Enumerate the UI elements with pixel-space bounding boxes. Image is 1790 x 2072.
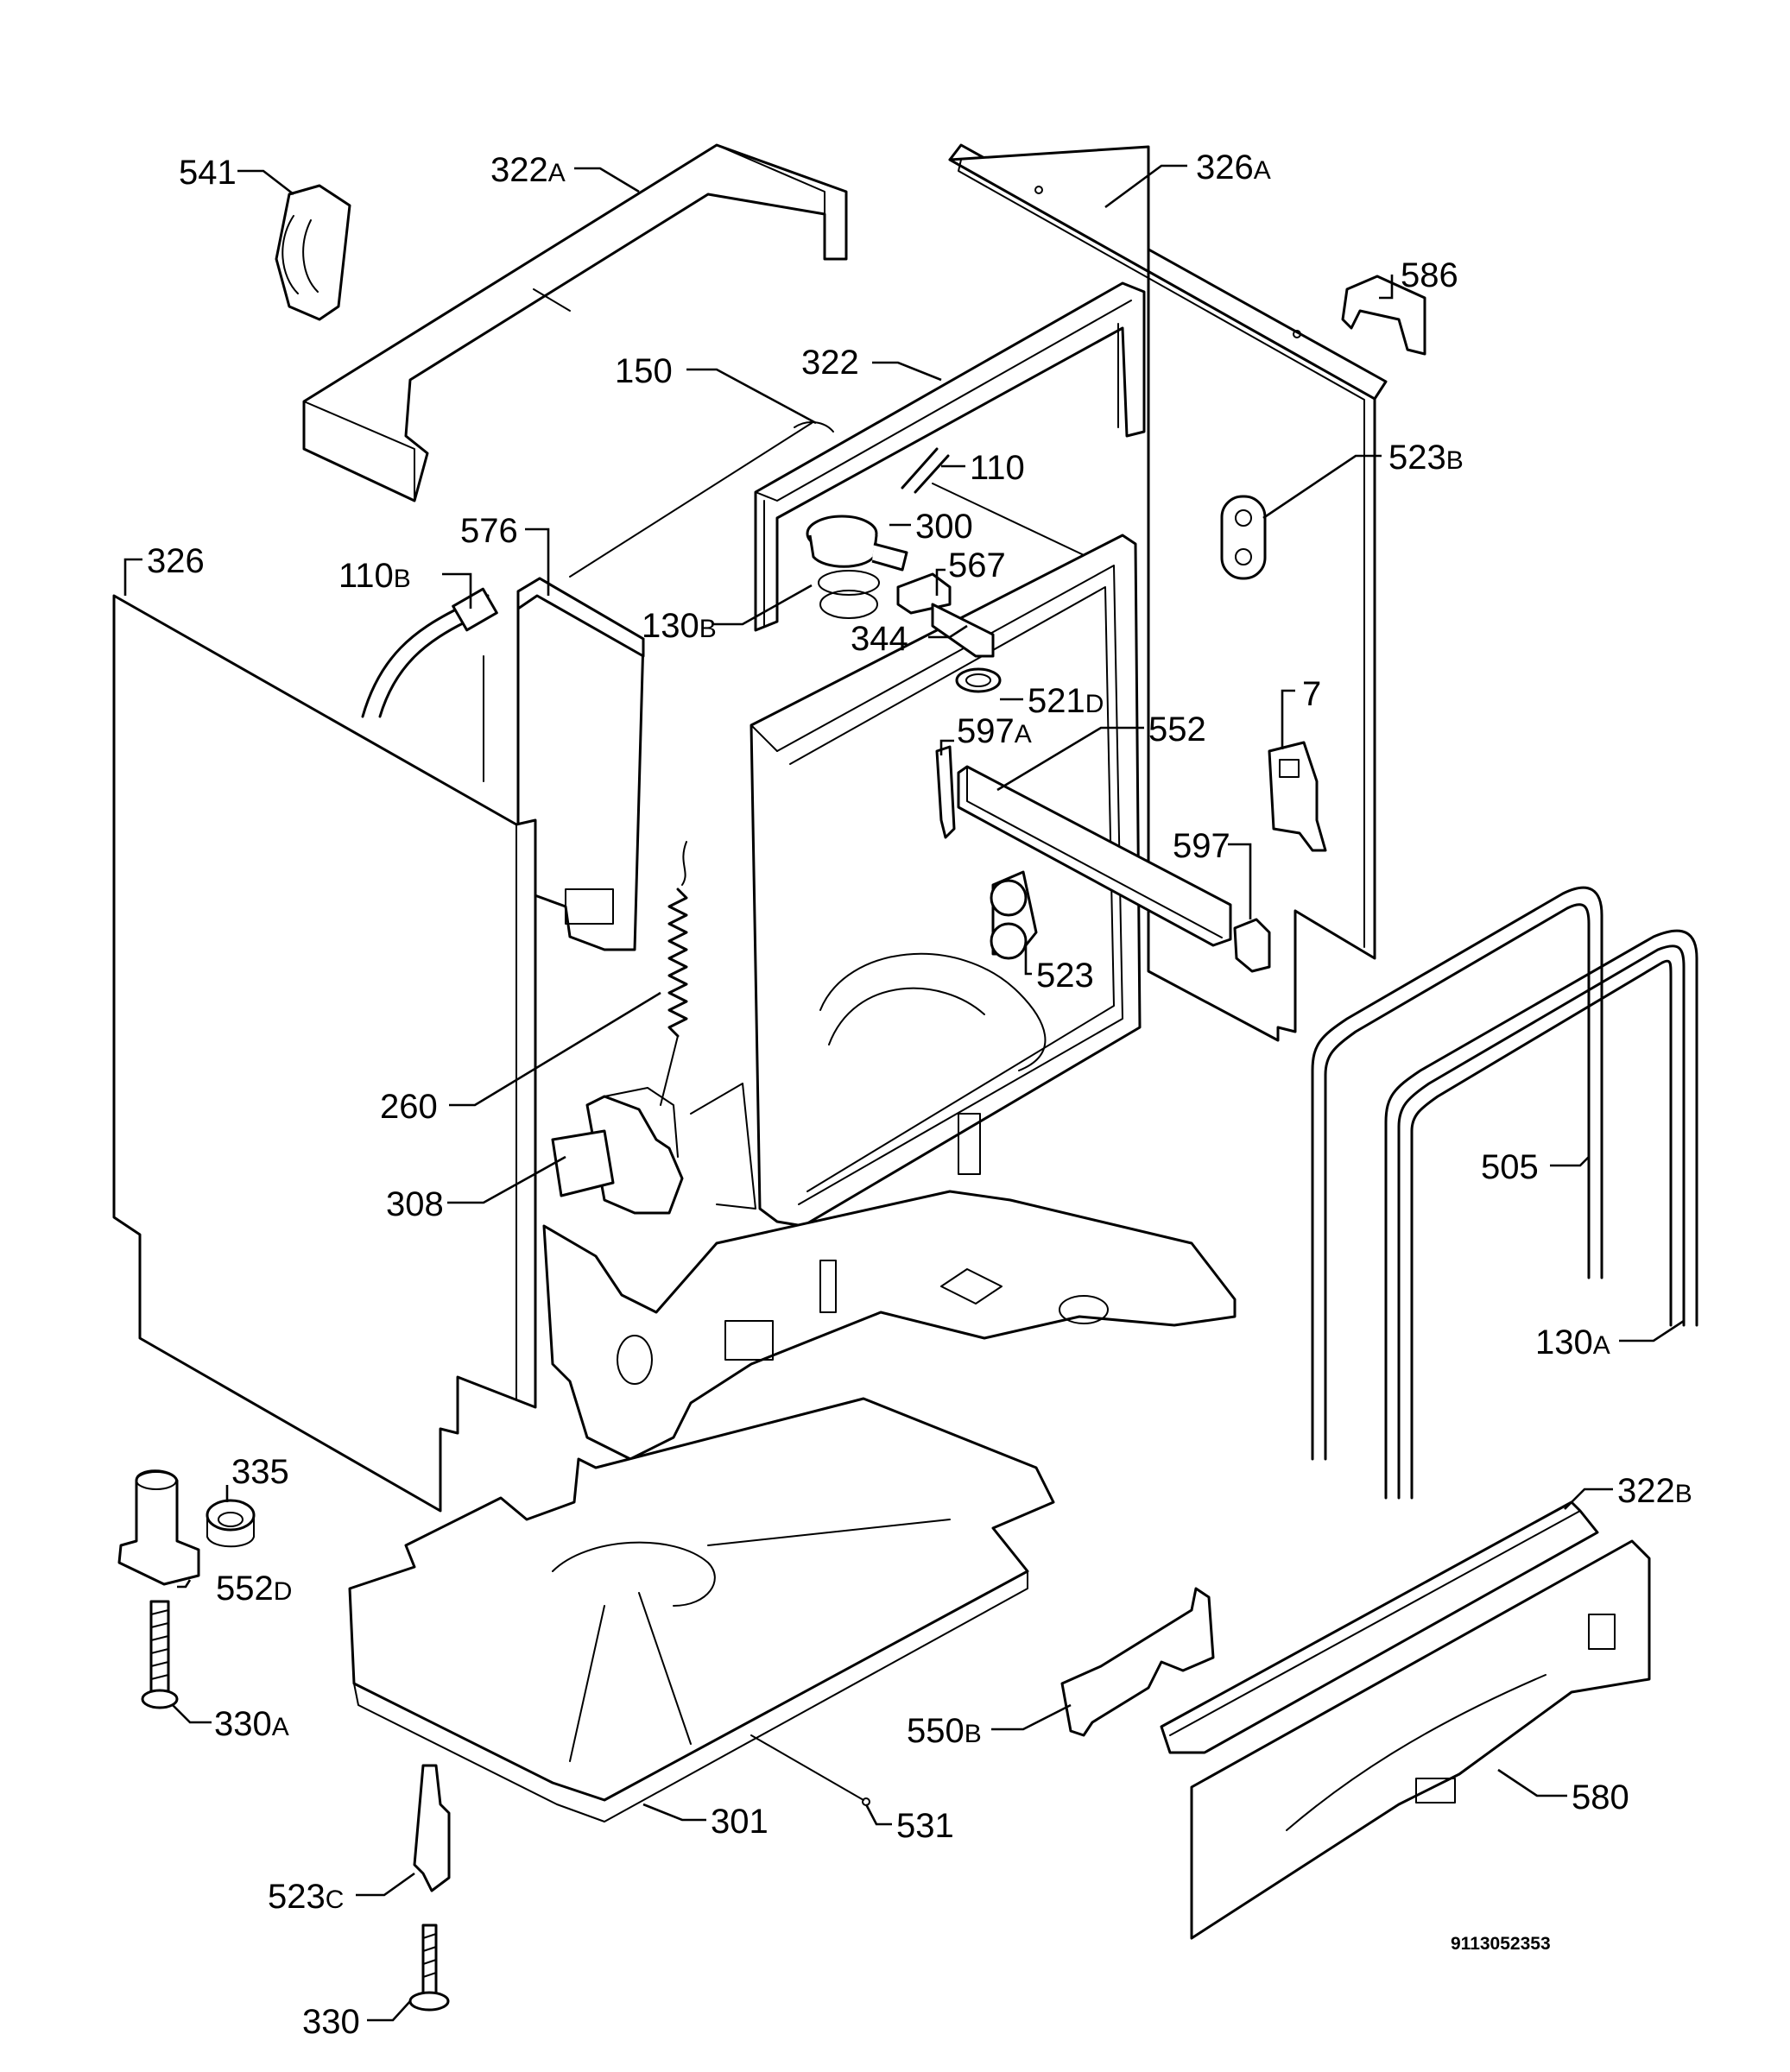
part-301-base-tray <box>348 1397 1055 1822</box>
callout-301: 301 <box>711 1803 768 1841</box>
part-308-hinge <box>551 1087 684 1215</box>
callout-344: 344 <box>851 620 908 658</box>
part-260-spring <box>660 841 688 1106</box>
callout-541: 541 <box>179 154 237 192</box>
callout-335: 335 <box>231 1453 289 1491</box>
part-523-grommets <box>990 870 1038 960</box>
part-7-latch <box>1268 741 1327 852</box>
callout-326a: 326A <box>1196 148 1271 186</box>
part-586-bracket <box>1341 275 1426 356</box>
part-523b-grommet <box>1220 495 1267 580</box>
part-110b-hose <box>361 587 498 782</box>
callout-550b: 550B <box>907 1712 982 1750</box>
part-322a-upper-frame <box>302 143 848 502</box>
part-330-screw <box>408 1924 450 2012</box>
part-523c-clip <box>413 1764 451 1892</box>
callout-300: 300 <box>915 508 973 546</box>
part-322-top-frame <box>754 281 1146 632</box>
callout-531: 531 <box>896 1807 954 1845</box>
callout-330a: 330A <box>214 1705 289 1743</box>
part-552-rail <box>957 765 1232 947</box>
part-130b-ring <box>818 570 880 619</box>
part-521d-seal <box>955 667 1002 693</box>
part-300-valve <box>806 515 908 572</box>
part-base-frame <box>542 1113 1237 1461</box>
callout-523b: 523B <box>1388 439 1464 477</box>
callout-521d: 521D <box>1028 682 1104 720</box>
callout-322b: 322B <box>1617 1472 1692 1510</box>
part-597a-clip <box>935 745 956 839</box>
callout-110b: 110B <box>338 557 411 595</box>
leader-lines <box>123 164 1685 2022</box>
part-597-clip <box>1233 918 1271 973</box>
part-576-guide-plate <box>516 577 645 951</box>
callout-322a: 322A <box>490 151 566 189</box>
part-531-rod <box>750 1734 870 1806</box>
callout-597: 597 <box>1173 827 1230 865</box>
part-335-nut <box>206 1499 256 1548</box>
part-330a-screw <box>141 1600 179 1709</box>
part-552d-valve <box>117 1469 200 1586</box>
callout-326: 326 <box>147 542 205 580</box>
part-326a-side-panel <box>948 143 1388 1042</box>
callout-567: 567 <box>948 546 1006 584</box>
callout-330: 330 <box>302 2003 360 2041</box>
part-130a-gasket <box>1384 929 1698 1500</box>
callout-130a: 130A <box>1535 1323 1610 1361</box>
callout-322: 322 <box>801 344 859 382</box>
part-110-hose <box>901 447 950 494</box>
callout-580: 580 <box>1572 1778 1629 1816</box>
callout-523c: 523C <box>268 1878 344 1916</box>
part-580-panel <box>1190 1539 1651 1940</box>
callout-130b: 130B <box>642 607 717 645</box>
document-number: 9113052353 <box>1451 1934 1551 1954</box>
callout-552: 552 <box>1148 711 1206 749</box>
callout-308: 308 <box>386 1185 444 1223</box>
callout-260: 260 <box>380 1088 438 1126</box>
callout-576: 576 <box>460 512 518 550</box>
part-550b-bracket <box>1060 1587 1215 1737</box>
part-tub-front-frame <box>690 534 1142 1228</box>
part-326-door-panel <box>112 594 537 1513</box>
callout-110: 110 <box>970 449 1025 487</box>
callout-586: 586 <box>1401 256 1458 294</box>
callout-523: 523 <box>1036 957 1094 995</box>
callout-150: 150 <box>615 352 673 390</box>
callout-505: 505 <box>1481 1148 1539 1186</box>
callout-552d: 552D <box>216 1570 292 1608</box>
callout-7: 7 <box>1302 675 1321 713</box>
callout-597a: 597A <box>957 712 1032 750</box>
part-541-clip <box>275 184 351 321</box>
part-505-gasket <box>1311 886 1603 1461</box>
